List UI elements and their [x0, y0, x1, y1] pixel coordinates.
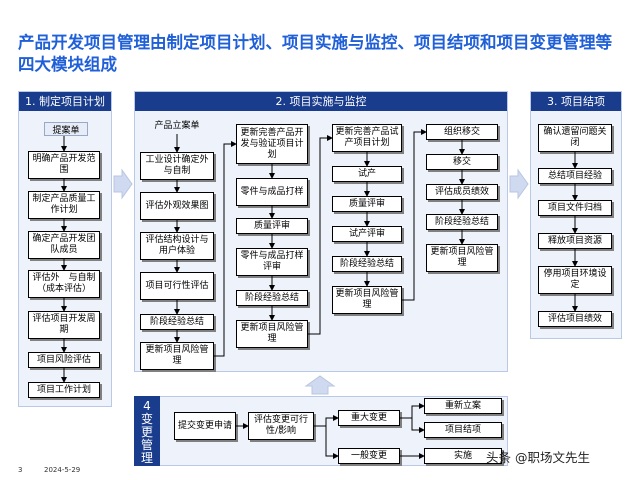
panel-plan-header: 1. 制定项目计划 [19, 92, 111, 111]
exec-c2-3[interactable]: 质量评审 [236, 218, 308, 234]
exec-c2-4[interactable]: 零件与成品打样评审 [236, 248, 308, 276]
change-assess[interactable]: 评估变更可行性/影响 [248, 412, 314, 440]
plan-step-2[interactable]: 制定产品质量工作计划 [28, 191, 100, 219]
change-major[interactable]: 重大变更 [338, 410, 400, 426]
change-submit[interactable]: 提交变更申请 [174, 412, 236, 440]
phase-arrow-2 [509, 168, 529, 200]
watermark-text: 头条 @职场文先生 [486, 450, 590, 465]
exec-c1-3[interactable]: 评估结构设计与用户体验 [140, 232, 214, 260]
exec-c1-2[interactable]: 评估外观效果图 [140, 192, 214, 220]
proposal-label: 提案单 [44, 122, 88, 136]
exec-c3-1[interactable]: 更新完善产品试产项目计划 [332, 124, 402, 152]
exec-c3-2[interactable]: 试产 [332, 166, 402, 182]
panel-change-header: 4 变更管理 [134, 396, 160, 466]
panel-close-header: 3. 项目结项 [531, 92, 621, 111]
exec-c2-5[interactable]: 阶段经验总结 [236, 290, 308, 306]
exec-c1-1[interactable]: 工业设计确定外 与自制 [140, 152, 218, 180]
change-minor[interactable]: 一般变更 [338, 448, 400, 464]
exec-c2-6[interactable]: 更新项目风险管理 [236, 320, 308, 348]
close-step-6[interactable]: 评估项目绩效 [538, 311, 612, 327]
exec-c4-3[interactable]: 评估成员绩效 [426, 184, 498, 200]
exec-c2-1[interactable]: 更新完善产品开发与验证项目计划 [236, 124, 308, 164]
close-step-4[interactable]: 释放项目资源 [538, 233, 612, 249]
page-title: 产品开发项目管理由制定项目计划、项目实施与监控、项目结项和项目变更管理等四大模块… [18, 33, 612, 74]
close-step-3[interactable]: 项目文件归档 [538, 200, 612, 216]
exec-c3-5[interactable]: 阶段经验总结 [332, 256, 402, 272]
change-closeout[interactable]: 项目结项 [424, 422, 502, 438]
phase-arrow-up [304, 375, 336, 395]
panel-change-header-text: 4 变更管理 [140, 399, 153, 465]
plan-step-5[interactable]: 评估项目开发周期 [28, 311, 100, 339]
exec-c2-2[interactable]: 零件与成品打样 [236, 178, 308, 206]
change-restart[interactable]: 重新立案 [424, 398, 502, 414]
plan-step-1[interactable]: 明确产品开发范围 [28, 151, 100, 179]
exec-c3-4[interactable]: 试产评审 [332, 226, 402, 242]
plan-step-4[interactable]: 评估外 与自制（成本评估） [28, 270, 100, 298]
exec-c4-1[interactable]: 组织移交 [426, 124, 498, 140]
close-step-1[interactable]: 确认遗留问题关闭 [538, 124, 612, 152]
exec-c4-5[interactable]: 更新项目风险管理 [426, 244, 498, 272]
panel-execute-header: 2. 项目实施与监控 [135, 92, 507, 111]
product-filing-label: 产品立案单 [154, 121, 200, 131]
close-step-2[interactable]: 总结项目经验 [538, 168, 612, 184]
footer-date: 2024-5-29 [44, 466, 81, 474]
footer-page: 3 [18, 466, 23, 474]
exec-c1-6[interactable]: 更新项目风险管理 [140, 342, 214, 370]
exec-c3-3[interactable]: 质量评审 [332, 196, 402, 212]
exec-c1-5[interactable]: 阶段经验总结 [140, 314, 214, 330]
phase-arrow-1 [113, 168, 133, 200]
exec-c3-6[interactable]: 更新项目风险管理 [332, 286, 402, 314]
exec-c4-2[interactable]: 移交 [426, 154, 498, 170]
exec-c1-4[interactable]: 项目可行性评估 [140, 272, 214, 300]
plan-step-6[interactable]: 项目风险评估 [28, 352, 100, 368]
plan-step-3[interactable]: 确定产品开发团队成员 [28, 231, 100, 259]
close-step-5[interactable]: 停用项目环境设定 [538, 266, 612, 294]
plan-step-7[interactable]: 项目工作计划 [28, 382, 100, 398]
exec-c4-4[interactable]: 阶段经验总结 [426, 214, 498, 230]
